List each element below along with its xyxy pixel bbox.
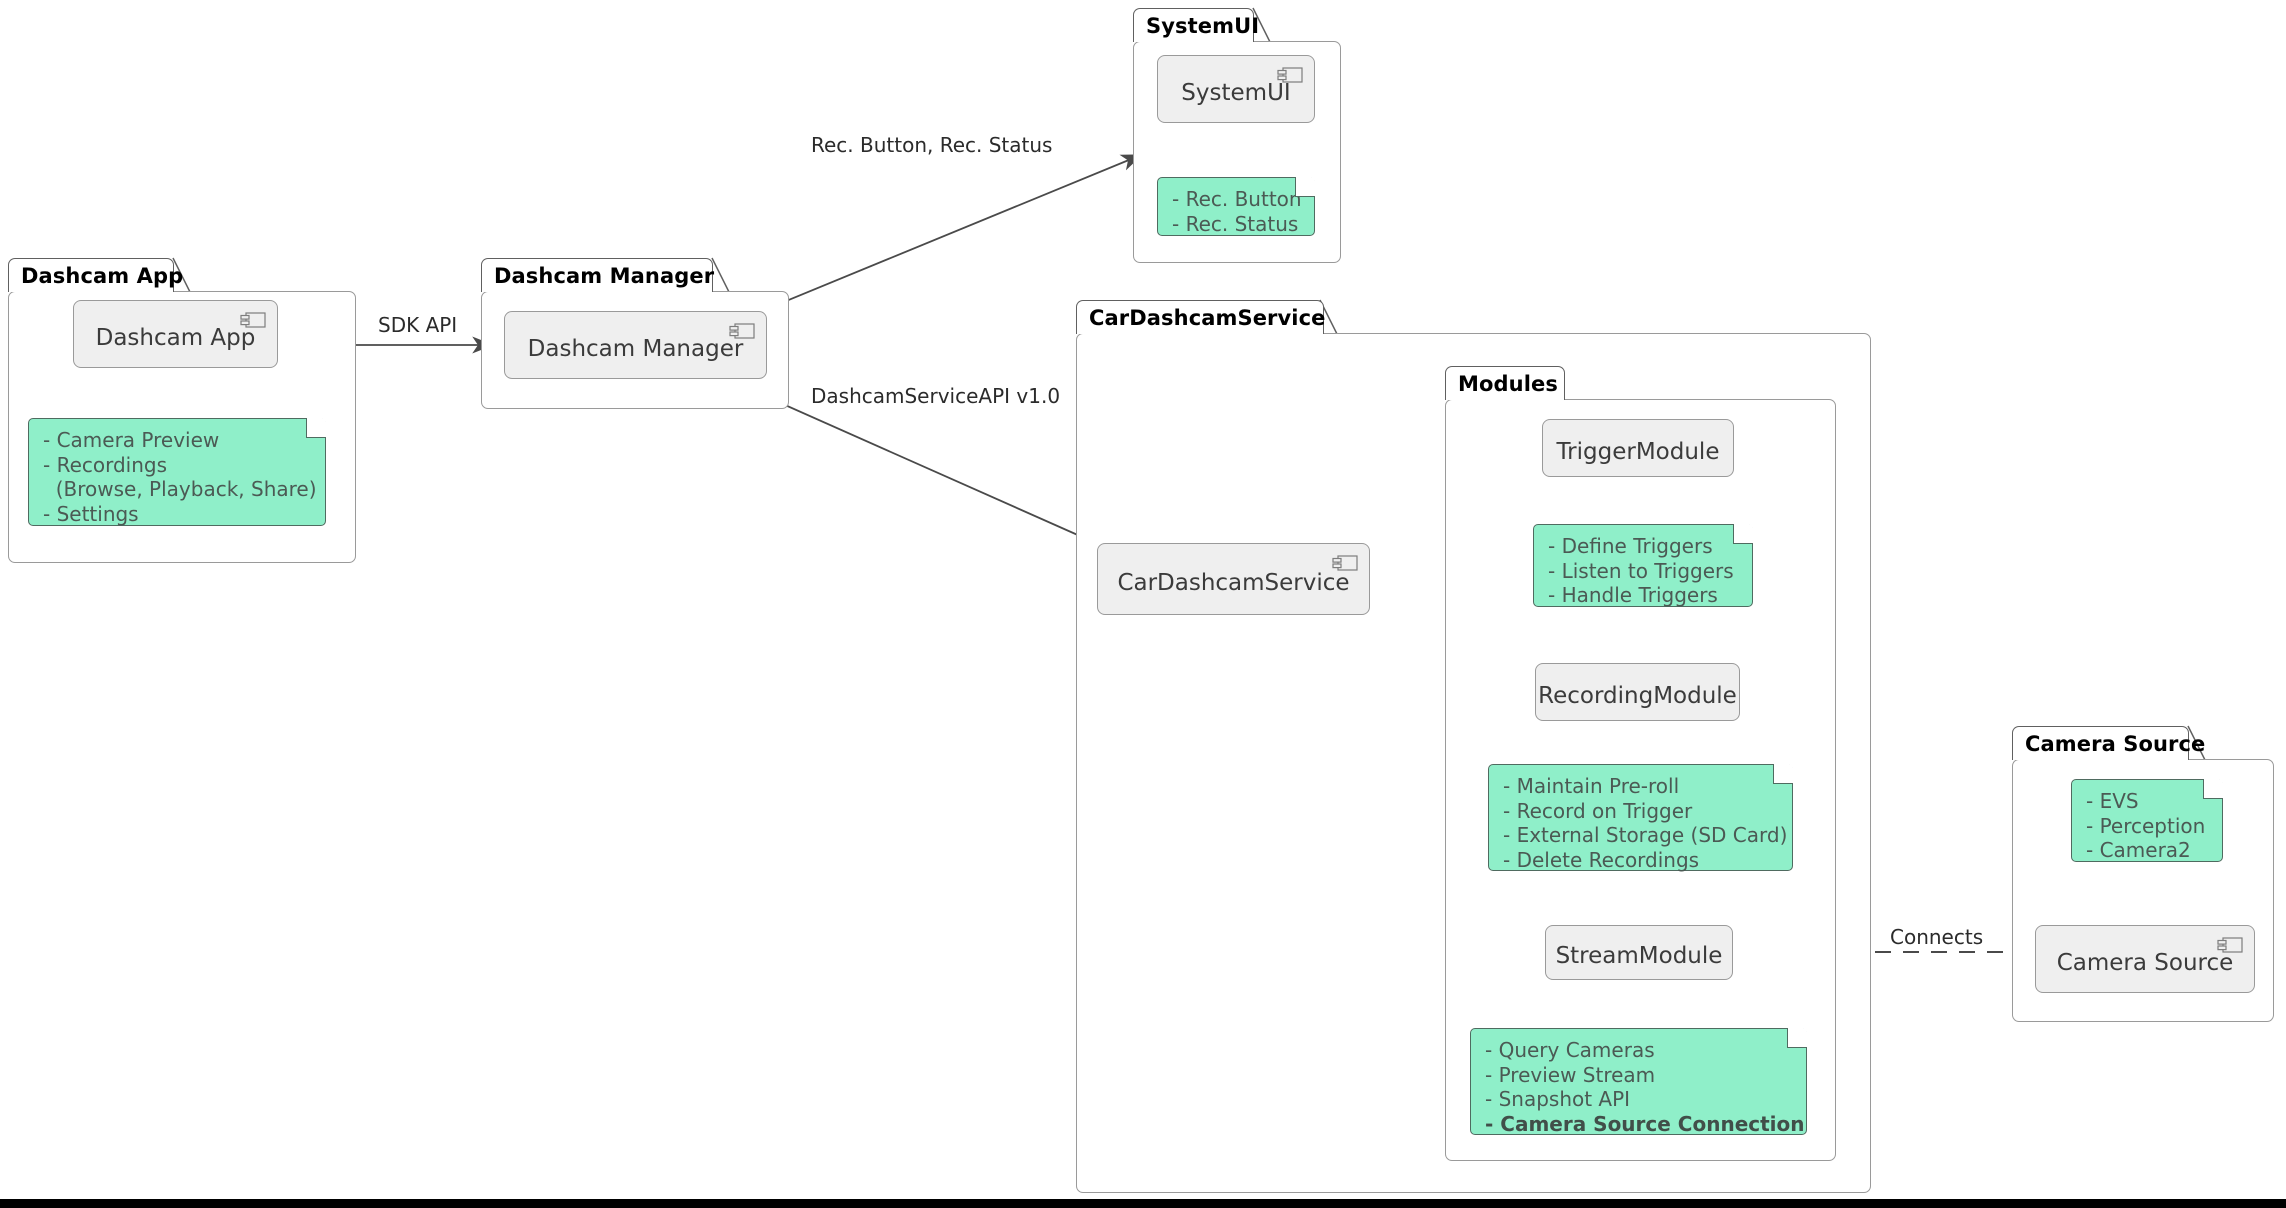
component-icon (1277, 67, 1303, 83)
package-tab-label: CarDashcamService (1089, 305, 1326, 330)
package-tab-label: Dashcam App (21, 263, 184, 288)
package-tab-label: SystemUI (1146, 13, 1260, 38)
component-label: RecordingModule (1538, 682, 1737, 709)
component-icon (729, 323, 755, 339)
component-label: TriggerModule (1556, 438, 1720, 465)
component-camera-source[interactable]: Camera Source (2035, 925, 2255, 993)
package-tab-label: Dashcam Manager (494, 263, 715, 288)
package-tab-cardashcamservice: CarDashcamService (1076, 300, 1326, 334)
edge-dashcam-service-api (739, 384, 1100, 545)
note-line: - Rec. Button (1172, 187, 1302, 211)
component-label: StreamModule (1555, 943, 1723, 969)
package-tab-dashcam-app: Dashcam App (8, 258, 183, 292)
note-line: - EVS (2086, 789, 2139, 813)
package-tab-modules: Modules (1445, 366, 1565, 400)
note-trigger-module: - Define Triggers - Listen to Triggers -… (1533, 524, 1753, 607)
note-line: - Settings (43, 501, 139, 526)
note-systemui: - Rec. Button - Rec. Status (1157, 177, 1315, 236)
note-line: - Record on Trigger (1503, 798, 1693, 823)
note-line: (Browse, Playback, Share) (43, 477, 317, 501)
component-label: Dashcam Manager (527, 335, 744, 362)
note-line: - Rec. Status (1172, 211, 1299, 236)
edge-label-connects: Connects (1890, 925, 1984, 949)
component-icon (240, 312, 266, 328)
component-dashcam-app[interactable]: Dashcam App (73, 300, 278, 368)
note-recording-module: - Maintain Pre-roll - Record on Trigger … (1488, 764, 1793, 872)
note-line: - External Storage (SD Card) (1503, 823, 1788, 847)
package-tab-label: Camera Source (2025, 731, 2206, 756)
component-label: CarDashcamService (1117, 569, 1350, 596)
component-icon (2217, 937, 2243, 953)
note-line: - Camera2 (2086, 838, 2191, 862)
package-tab-systemui: SystemUI (1133, 8, 1259, 42)
bottom-bar (0, 1199, 2286, 1208)
note-camera-source: - EVS - Perception - Camera2 (2071, 779, 2223, 862)
note-line: - Query Cameras (1485, 1038, 1655, 1062)
note-line: - Preview Stream (1485, 1062, 1656, 1087)
note-dashcam-app: - Camera Preview - Recordings (Browse, P… (28, 418, 326, 526)
note-line: - Recordings (43, 452, 168, 477)
component-label: Camera Source (2056, 949, 2234, 976)
note-line: - Camera Preview (43, 428, 220, 452)
component-dashcam-manager[interactable]: Dashcam Manager (504, 311, 767, 379)
component-cardashcamservice[interactable]: CarDashcamService (1097, 543, 1370, 615)
note-line: - Delete Recordings (1503, 847, 1700, 872)
component-trigger-module[interactable]: TriggerModule (1542, 419, 1734, 477)
note-line: - Maintain Pre-roll (1503, 774, 1680, 798)
edge-rec-button-status (739, 154, 1143, 321)
note-line: - Listen to Triggers (1548, 558, 1734, 583)
edge-label-sdk-api: SDK API (378, 313, 458, 337)
component-label: SystemUI (1181, 79, 1291, 106)
note-line: - Snapshot API (1485, 1087, 1631, 1111)
package-tab-label: Modules (1458, 371, 1558, 396)
note-line: - Perception (2086, 813, 2206, 838)
component-recording-module[interactable]: RecordingModule (1535, 663, 1740, 721)
component-icon (1332, 555, 1358, 571)
note-stream-module: - Query Cameras - Preview Stream - Snaps… (1470, 1028, 1807, 1136)
package-tab-dashcam-manager: Dashcam Manager (481, 258, 715, 292)
component-systemui[interactable]: SystemUI (1157, 55, 1315, 123)
note-line: - Camera Source Connection (1485, 1111, 1805, 1136)
edge-label-rec-button-status: Rec. Button, Rec. Status (811, 133, 1053, 157)
edge-label-dashcam-service-api: DashcamServiceAPI v1.0 (811, 384, 1061, 408)
component-label: Dashcam App (95, 324, 256, 351)
note-line: - Handle Triggers (1548, 583, 1718, 607)
note-line: - Define Triggers (1548, 534, 1713, 558)
package-tab-camera-source: Camera Source (2012, 726, 2205, 760)
component-stream-module[interactable]: StreamModule (1545, 925, 1733, 980)
